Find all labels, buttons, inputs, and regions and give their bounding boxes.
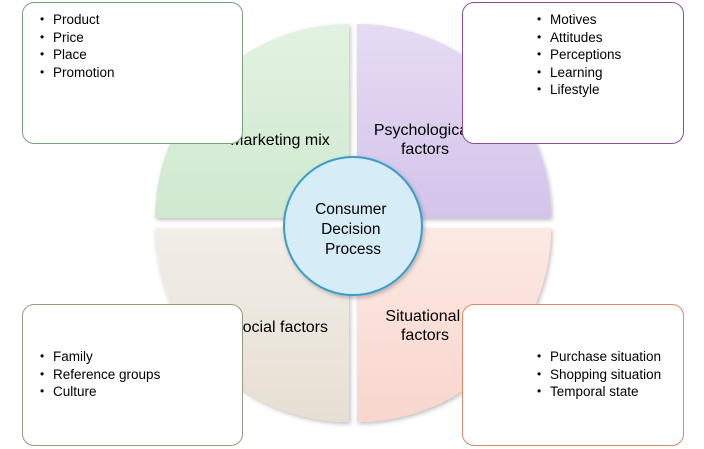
marketing-mix-box: Product Price Place Promotion	[22, 2, 243, 144]
quadrant-social-factors	[155, 228, 349, 422]
list-item: Shopping situation	[530, 366, 683, 384]
list-item: Product	[33, 11, 242, 29]
quadrant-psychological-factors	[357, 24, 551, 218]
list-item: Temporal state	[530, 383, 683, 401]
list-item: Culture	[33, 383, 242, 401]
list-item: Lifestyle	[530, 81, 683, 99]
center-label: Consumer Decision Process	[315, 201, 391, 258]
psychological-factors-box: Motives Attitudes Perceptions Learning L…	[462, 2, 684, 144]
quadrant-situational-factors	[357, 228, 551, 422]
social-factors-box: Family Reference groups Culture	[22, 304, 243, 446]
list-item: Motives	[530, 11, 683, 29]
list-item: Attitudes	[530, 29, 683, 47]
quadrant-marketing-mix	[155, 24, 349, 218]
center-circle	[283, 156, 423, 296]
situational-factors-box: Purchase situation Shopping situation Te…	[462, 304, 684, 446]
label-psychological-factors: Psychological factors	[374, 122, 476, 158]
label-marketing-mix: Marketing mix	[230, 132, 330, 149]
label-situational-factors: Situational factors	[385, 308, 464, 344]
list-item: Family	[33, 348, 242, 366]
list-item: Place	[33, 46, 242, 64]
list-item: Perceptions	[530, 46, 683, 64]
list-item: Purchase situation	[530, 348, 683, 366]
list-item: Reference groups	[33, 366, 242, 384]
list-item: Learning	[530, 64, 683, 82]
label-social-factors: Social factors	[232, 319, 328, 336]
list-item: Promotion	[33, 64, 242, 82]
list-item: Price	[33, 29, 242, 47]
